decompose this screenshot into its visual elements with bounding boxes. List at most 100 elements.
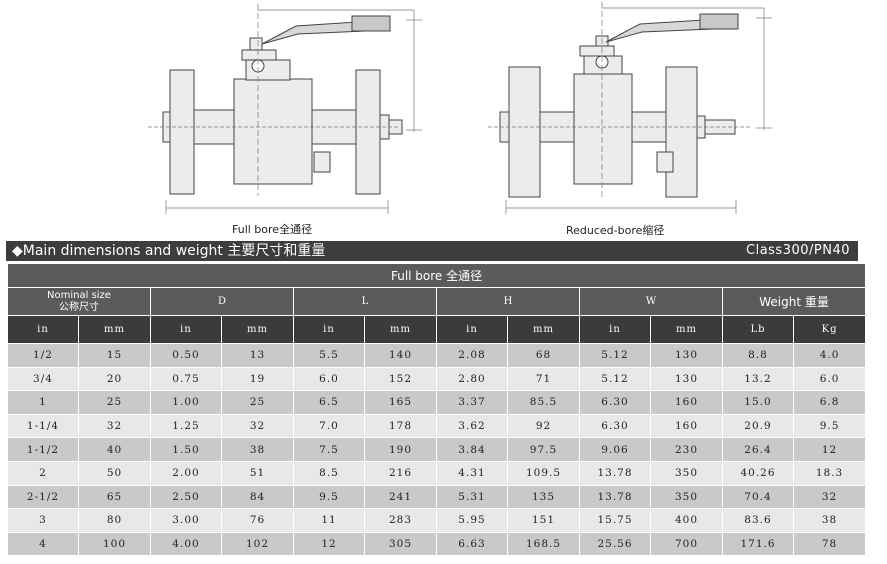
unit-header: in bbox=[8, 316, 78, 343]
table-cell: 9.5 bbox=[294, 485, 364, 509]
table-cell: 15.0 bbox=[723, 391, 793, 414]
table-cell: 109.5 bbox=[508, 461, 579, 485]
table-cell: 12 bbox=[294, 532, 364, 556]
table-cell: 6.0 bbox=[794, 367, 866, 391]
table-cell: 2.00 bbox=[151, 461, 221, 485]
table-cell: 5.12 bbox=[580, 344, 650, 367]
table-cell: 18.3 bbox=[794, 461, 866, 485]
reduced-bore-drawing bbox=[499, 13, 739, 198]
table-cell: 8.5 bbox=[294, 461, 364, 485]
unit-header: in bbox=[151, 316, 221, 343]
table-cell: 100 bbox=[79, 532, 150, 556]
table-cell: 700 bbox=[651, 532, 722, 556]
pressure-class-label: Class300/PN40 bbox=[746, 243, 850, 258]
full-bore-dimension-lines bbox=[148, 4, 422, 214]
table-cell: 152 bbox=[365, 367, 436, 391]
table-cell: 92 bbox=[508, 414, 579, 438]
table-cell: 68 bbox=[508, 344, 579, 367]
table-cell: 5.12 bbox=[580, 367, 650, 391]
table-cell: 2-1/2 bbox=[8, 485, 78, 509]
table-cell: 13.78 bbox=[580, 485, 650, 509]
reduced-bore-dimension-lines bbox=[488, 2, 772, 214]
table-cell: 305 bbox=[365, 532, 436, 556]
h-header: H bbox=[437, 288, 579, 315]
table-cell: 1.25 bbox=[151, 414, 221, 438]
table-cell: 85.5 bbox=[508, 391, 579, 414]
weight-header: Weight 重量 bbox=[723, 288, 866, 315]
table-cell: 38 bbox=[794, 509, 866, 532]
unit-header: in bbox=[437, 316, 507, 343]
table-cell: 78 bbox=[794, 532, 866, 556]
table-cell: 8.8 bbox=[723, 344, 793, 367]
table-cell: 19 bbox=[222, 367, 293, 391]
d-header: D bbox=[151, 288, 293, 315]
table-cell: 50 bbox=[79, 461, 150, 485]
table-cell: 0.75 bbox=[151, 367, 221, 391]
full-bore-caption: Full bore全通径 bbox=[232, 223, 313, 236]
table-cell: 1.50 bbox=[151, 438, 221, 461]
table-cell: 11 bbox=[294, 509, 364, 532]
nominal-size-label: Nominal size bbox=[47, 289, 111, 301]
table-cell: 20 bbox=[79, 367, 150, 391]
table-cell: 32 bbox=[794, 485, 866, 509]
table-cell: 84 bbox=[222, 485, 293, 509]
table-cell: 32 bbox=[222, 414, 293, 438]
table-cell: 6.30 bbox=[580, 391, 650, 414]
unit-header: Kg bbox=[794, 316, 866, 343]
table-cell: 2 bbox=[8, 461, 78, 485]
table-cell: 283 bbox=[365, 509, 436, 532]
table-cell: 20.9 bbox=[723, 414, 793, 438]
table-cell: 6.8 bbox=[794, 391, 866, 414]
table-cell: 3.00 bbox=[151, 509, 221, 532]
table-cell: 190 bbox=[365, 438, 436, 461]
table-cell: 9.06 bbox=[580, 438, 650, 461]
table-cell: 13.78 bbox=[580, 461, 650, 485]
table-cell: 6.30 bbox=[580, 414, 650, 438]
l-header: L bbox=[294, 288, 436, 315]
table-cell: 6.5 bbox=[294, 391, 364, 414]
table-cell: 160 bbox=[651, 391, 722, 414]
table-cell: 1 bbox=[8, 391, 78, 414]
table-cell: 165 bbox=[365, 391, 436, 414]
table-cell: 350 bbox=[651, 485, 722, 509]
table-cell: 168.5 bbox=[508, 532, 579, 556]
table-cell: 2.80 bbox=[437, 367, 507, 391]
table-cell: 6.63 bbox=[437, 532, 507, 556]
unit-header: in bbox=[294, 316, 364, 343]
table-cell: 230 bbox=[651, 438, 722, 461]
table-cell: 151 bbox=[508, 509, 579, 532]
table-cell: 97.5 bbox=[508, 438, 579, 461]
reduced-bore-caption: Reduced-bore缩径 bbox=[566, 224, 665, 237]
table-cell: 2.08 bbox=[437, 344, 507, 367]
table-cell: 171.6 bbox=[723, 532, 793, 556]
table-cell: 25 bbox=[222, 391, 293, 414]
section-title-bar: ◆Main dimensions and weight 主要尺寸和重量 Clas… bbox=[6, 241, 858, 261]
table-cell: 350 bbox=[651, 461, 722, 485]
table-cell: 3 bbox=[8, 509, 78, 532]
table-cell: 4.31 bbox=[437, 461, 507, 485]
table-cell: 9.5 bbox=[794, 414, 866, 438]
w-header: W bbox=[580, 288, 722, 315]
table-cell: 130 bbox=[651, 367, 722, 391]
table-cell: 4.0 bbox=[794, 344, 866, 367]
unit-header: mm bbox=[508, 316, 579, 343]
table-cell: 5.5 bbox=[294, 344, 364, 367]
nominal-size-cn-label: 公称尺寸 bbox=[59, 301, 99, 313]
table-cell: 102 bbox=[222, 532, 293, 556]
full-bore-drawing bbox=[162, 15, 403, 195]
table-cell: 83.6 bbox=[723, 509, 793, 532]
table-cell: 4 bbox=[8, 532, 78, 556]
table-cell: 5.95 bbox=[437, 509, 507, 532]
table-cell: 140 bbox=[365, 344, 436, 367]
unit-header: mm bbox=[222, 316, 293, 343]
unit-header: in bbox=[580, 316, 650, 343]
valve-drawings bbox=[148, 2, 772, 214]
table-cell: 0.50 bbox=[151, 344, 221, 367]
